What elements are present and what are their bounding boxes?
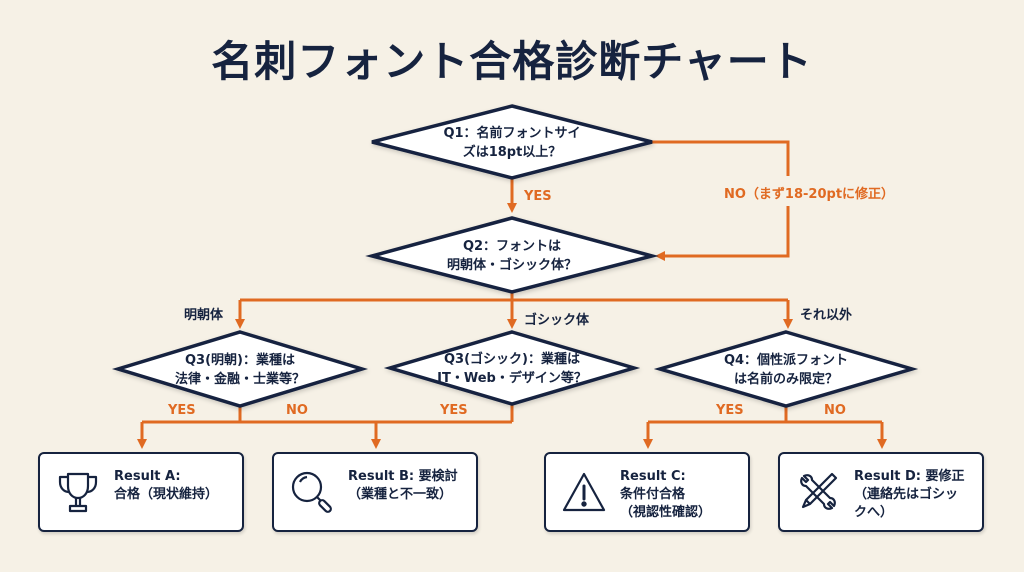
label-q3g-yes: YES xyxy=(440,403,468,418)
decision-q3-mincho xyxy=(111,330,369,408)
edge-q1-no xyxy=(652,140,790,256)
label-q1-yes: YES xyxy=(524,189,552,204)
result-a-text: Result A: 合格（現状維持） xyxy=(114,469,219,502)
label-q3m-no: NO xyxy=(286,403,308,418)
label-q2-gothic: ゴシック体 xyxy=(524,313,590,328)
label-q3m-yes: YES xyxy=(168,403,196,418)
decision-q4 xyxy=(653,330,919,408)
warning-icon xyxy=(562,472,606,512)
q1-text: Q1：名前フォントサイ ズは18pt以上？ xyxy=(443,126,581,160)
tools-icon xyxy=(800,472,838,510)
label-q1-no: NO（まず18-20ptに修正） xyxy=(722,183,897,202)
q4-text: Q4：個性派フォント は名前のみ限定？ xyxy=(723,353,849,387)
trophy-icon xyxy=(58,472,98,513)
magnifier-icon xyxy=(291,471,332,513)
label-q2-mincho: 明朝体 xyxy=(184,308,224,323)
label-q4-yes: YES xyxy=(716,403,744,418)
decision-q3-gothic xyxy=(383,330,641,406)
result-b-box: Result B: 要検討 （業種と不一致） xyxy=(272,452,478,532)
result-d-text: Result D: 要修正 （連絡先はゴシッ クへ） xyxy=(854,469,965,520)
q3-mincho-text: Q3(明朝)：業種は 法律・金融・士業等？ xyxy=(174,353,305,387)
q3-gothic-text: Q3(ゴシック)：業種は IT・Web・デザイン等？ xyxy=(437,352,587,386)
page-title: 名刺フォント合格診断チャート xyxy=(211,37,813,86)
result-c-text: Result C: 条件付合格 （視認性確認） xyxy=(620,469,712,520)
result-d-box: Result D: 要修正 （連絡先はゴシッ クへ） xyxy=(778,452,984,532)
label-q2-other: それ以外 xyxy=(800,308,853,323)
result-b-text: Result B: 要検討 （業種と不一致） xyxy=(348,469,458,502)
decision-q1 xyxy=(371,104,653,180)
result-a-box: Result A: 合格（現状維持） xyxy=(38,452,244,532)
label-q4-no: NO xyxy=(824,403,846,418)
result-c-box: Result C: 条件付合格 （視認性確認） xyxy=(544,452,750,532)
decision-q2 xyxy=(365,216,659,294)
q2-text: Q2：フォントは 明朝体・ゴシック体？ xyxy=(446,239,577,273)
